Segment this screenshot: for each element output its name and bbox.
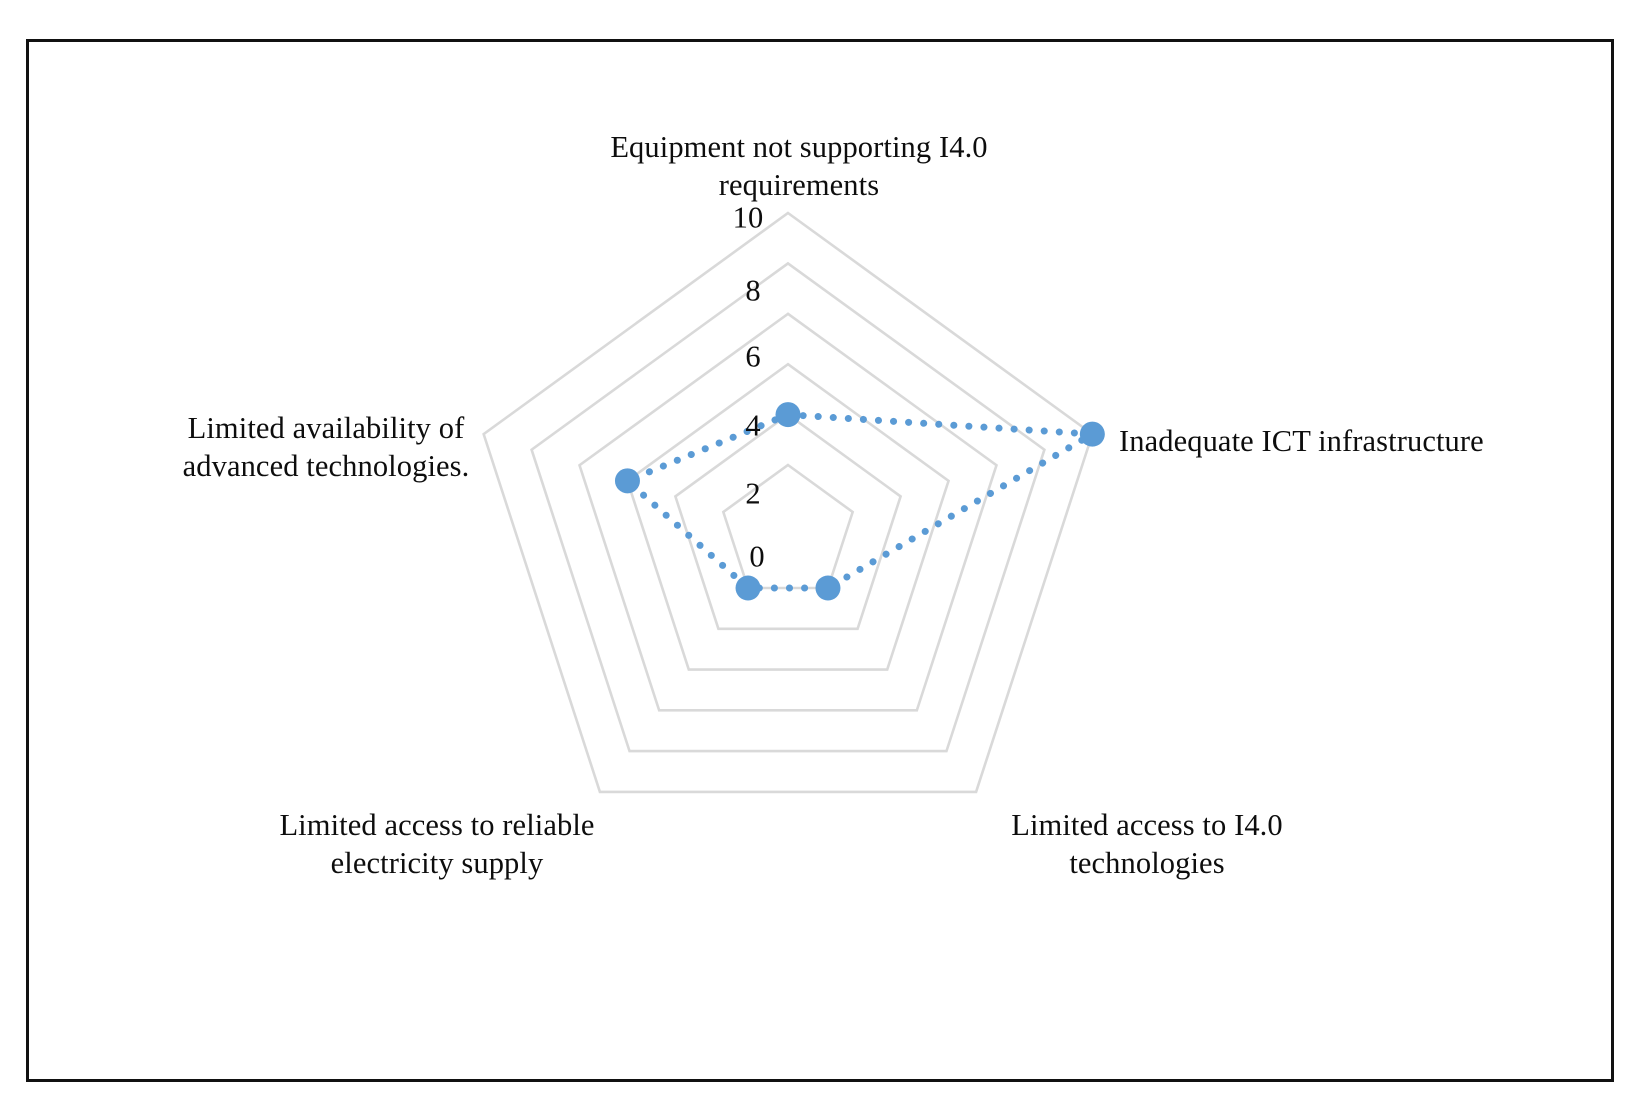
grid-rings [482,211,1094,794]
series-markers [614,402,1105,601]
tick-label-0: 0 [749,539,765,574]
figure-frame: Equipment not supporting I4.0 requiremen… [26,39,1614,1082]
grid-ring-4 [625,362,951,671]
radar-chart: Equipment not supporting I4.0 requiremen… [29,42,1611,1079]
data-point-marker [815,575,841,601]
data-point-marker [735,575,761,601]
axis-label-limited-access-electricity: Limited access to reliable electricity s… [279,808,595,880]
data-point-marker [775,402,801,428]
axis-label-equipment-not-supporting: Equipment not supporting I4.0 requiremen… [610,130,988,202]
grid-ring-8 [530,261,1046,753]
tick-label-4: 4 [745,408,761,443]
data-point-marker [1079,421,1105,447]
grid-ring-6 [578,312,998,712]
radar-plot-area [482,211,1105,794]
series-line [620,411,1105,592]
axis-label-inadequate-ict-infrastructure: Inadequate ICT infrastructure [1119,424,1484,458]
tick-label-8: 8 [745,273,761,308]
tick-label-10: 10 [732,200,764,235]
series-polygon [620,411,1105,592]
axis-label-limited-access-i40-technologies: Limited access to I4.0 technologies [1011,808,1283,880]
data-point-marker [614,468,640,494]
tick-label-2: 2 [745,476,761,511]
tick-label-6: 6 [745,339,761,374]
axis-label-limited-availability-technologies: Limited availability of advanced technol… [182,411,470,483]
grid-ring-10 [482,211,1094,794]
grid-ring-0 [721,463,855,590]
grid-ring-2 [673,412,903,631]
